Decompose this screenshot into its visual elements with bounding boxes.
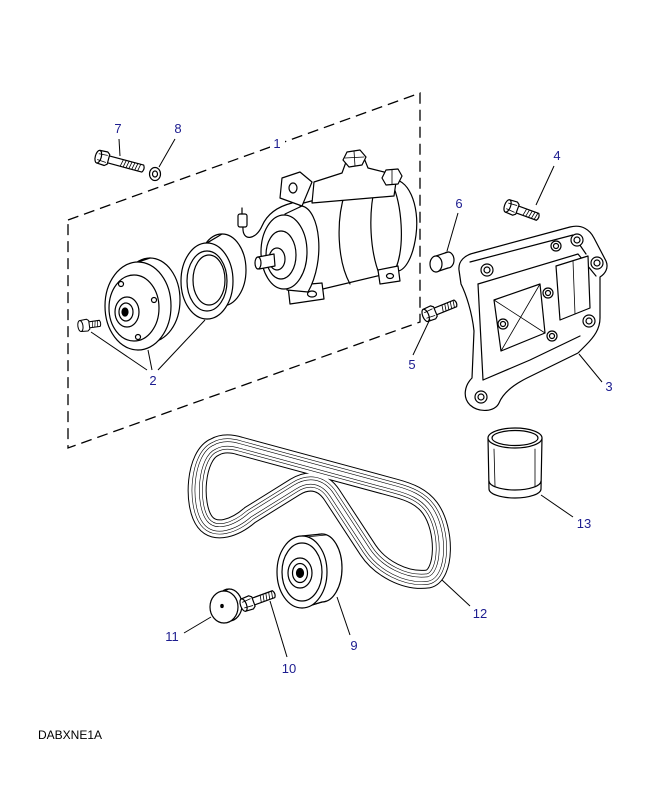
callout-8: 8: [174, 121, 181, 136]
compressor-mounting-bracket: [458, 225, 608, 411]
washer-8: [148, 166, 162, 182]
bush-6: [429, 251, 455, 273]
leader-3: [578, 353, 603, 383]
leader-11: [183, 616, 212, 634]
callout-9: 9: [350, 638, 357, 653]
leader-13: [540, 494, 574, 518]
leader-7: [118, 138, 121, 157]
leader-5: [412, 318, 431, 356]
callout-10: 10: [282, 661, 296, 676]
callout-13: 13: [577, 516, 591, 531]
callout-2: 2: [149, 373, 156, 388]
leader-12: [441, 579, 471, 607]
leader-8: [158, 138, 176, 168]
callout-12: 12: [473, 606, 487, 621]
leader-2-plate: [147, 349, 153, 371]
clutch-bolt: [77, 318, 102, 333]
leader-2-bolt: [90, 331, 148, 371]
clutch-drive-plate: [104, 257, 181, 351]
callout-5: 5: [408, 357, 415, 372]
bolt-7: [94, 149, 145, 173]
callout-11: 11: [165, 629, 179, 644]
bolt-5: [421, 299, 458, 323]
callout-1: 1: [273, 136, 280, 151]
leader-10: [269, 600, 288, 658]
callout-6: 6: [455, 196, 462, 211]
dust-cap: [209, 588, 243, 624]
bolt-4: [503, 199, 540, 221]
clutch-pulley: [180, 233, 247, 320]
bolt-10: [239, 590, 276, 612]
leader-2-pulley: [157, 319, 206, 371]
leader-4: [535, 165, 555, 206]
callout-3: 3: [605, 379, 612, 394]
tensioner-pulley: [276, 533, 343, 609]
leader-9: [336, 596, 351, 636]
callouts: 1 2 3 4 5 6 7 8 9 10 11 12 13: [114, 121, 612, 676]
assembly-boundary-frame: [67, 92, 421, 449]
spacer-sleeve: [487, 427, 543, 499]
callout-7: 7: [114, 121, 121, 136]
diagram-reference-code: DABXNE1A: [38, 728, 102, 742]
leader-lines: [90, 138, 603, 658]
callout-1-background: [270, 134, 285, 152]
ac-compressor: [237, 149, 418, 305]
callout-4: 4: [553, 148, 560, 163]
leader-6: [446, 212, 459, 252]
